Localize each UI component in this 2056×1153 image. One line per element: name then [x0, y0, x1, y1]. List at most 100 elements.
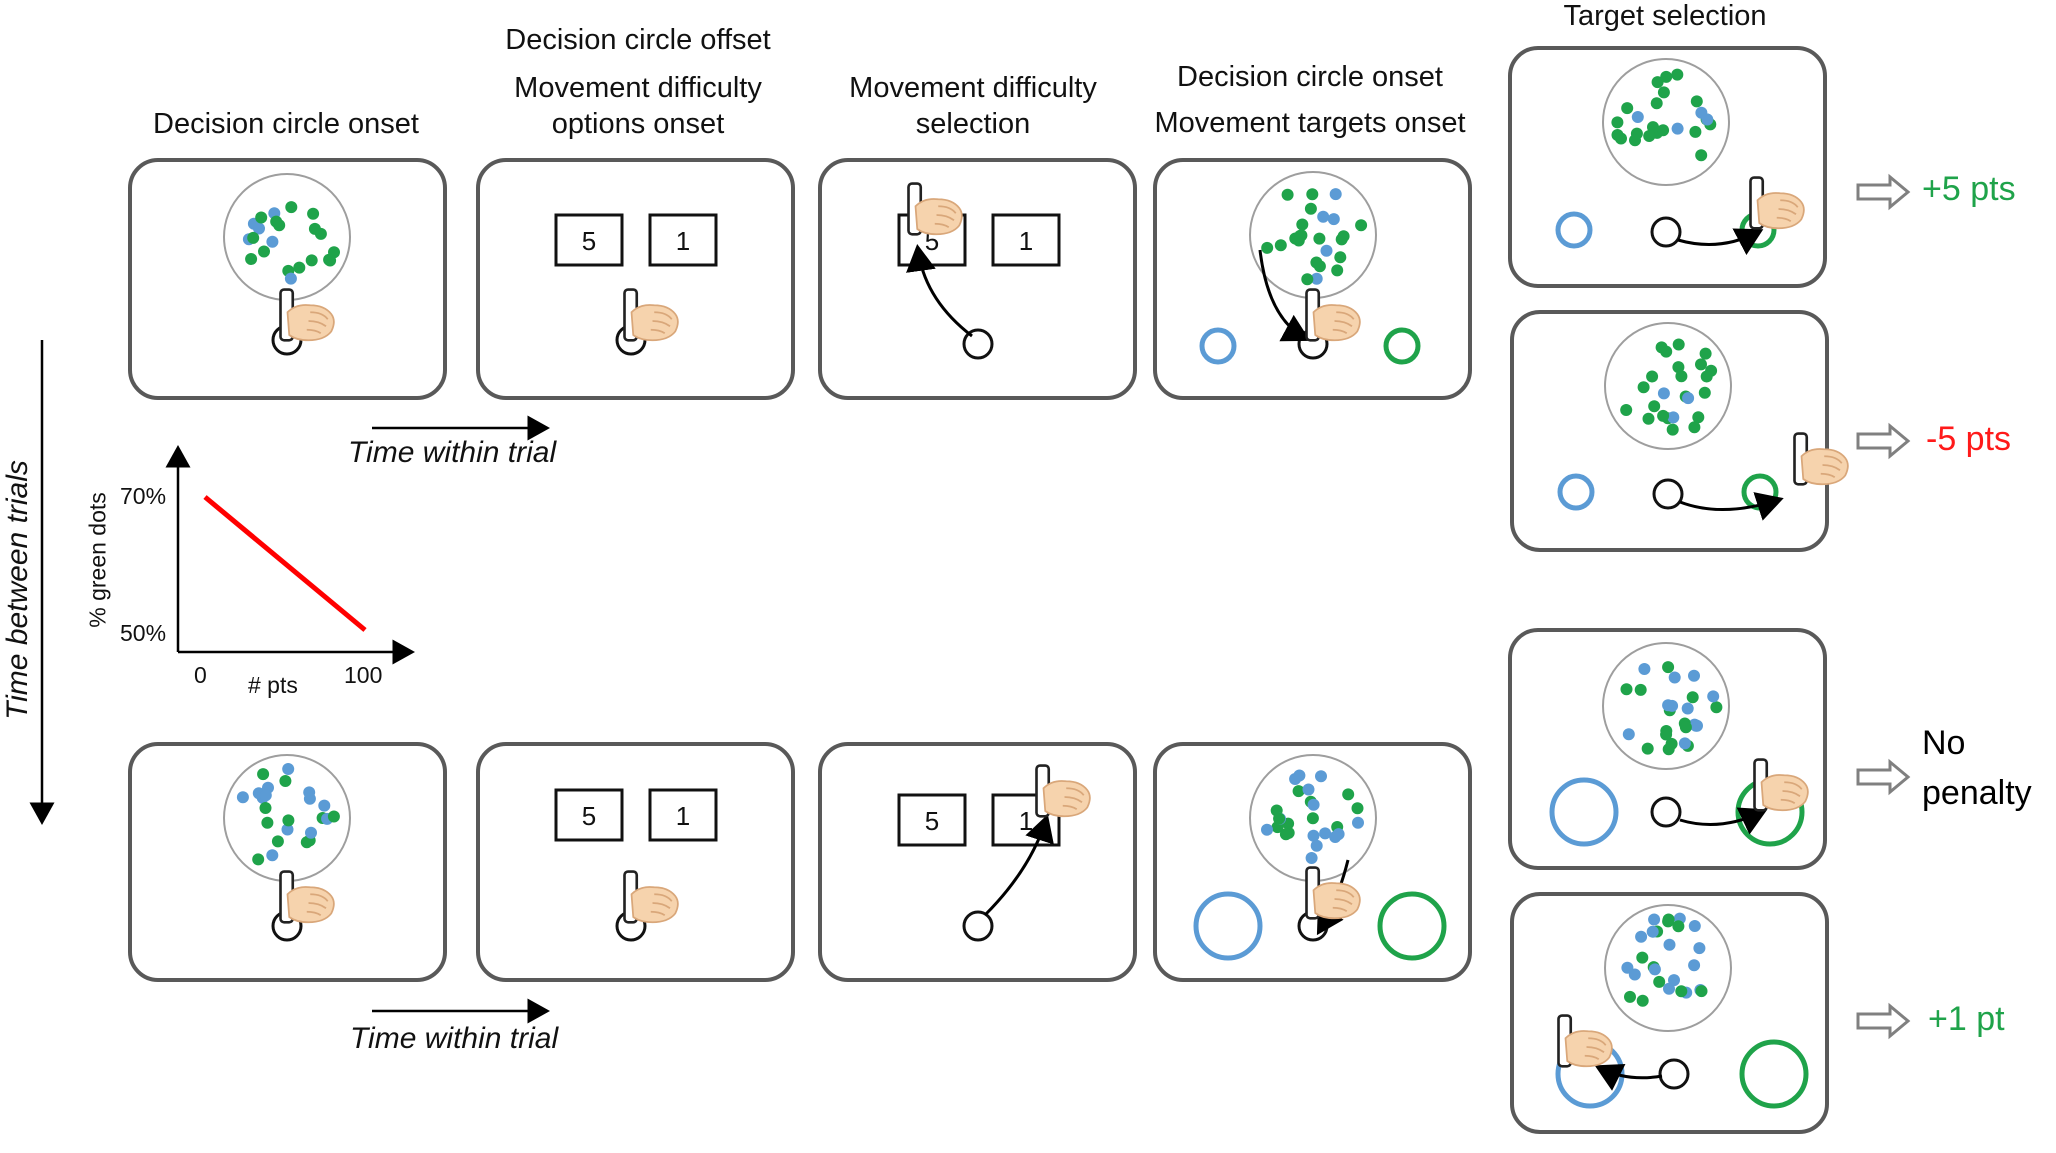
stimulus-dot	[1337, 230, 1350, 243]
stimulus-dot	[1629, 134, 1641, 147]
stimulus-dot	[1655, 341, 1668, 354]
stimulus-dot	[1637, 381, 1650, 394]
stimulus-dot	[1292, 785, 1305, 798]
stimulus-dot	[1662, 661, 1675, 674]
stimulus-dot	[259, 789, 272, 802]
stimulus-dot	[1700, 370, 1713, 383]
stimulus-dot	[293, 261, 306, 274]
panel-r1-c3	[818, 158, 1137, 400]
stimulus-dot	[1352, 816, 1364, 829]
stimulus-dot	[1279, 828, 1292, 841]
stimulus-dot	[1307, 798, 1320, 811]
stimulus-dot	[1315, 770, 1327, 783]
stimulus-dot	[284, 272, 297, 285]
stimulus-dot	[1296, 218, 1309, 231]
stimulus-dot	[1695, 106, 1708, 119]
stimulus-dot	[1690, 95, 1703, 108]
outcome-plus1: +1 pt	[1928, 1000, 2005, 1038]
outcome-arrow-1	[1856, 173, 1911, 211]
stimulus-dot	[1678, 737, 1691, 750]
stimulus-dot	[1665, 737, 1678, 750]
stimulus-dot	[266, 235, 279, 248]
stimulus-dot	[282, 763, 295, 775]
stimulus-dot	[1689, 125, 1702, 138]
x-tick-100: 100	[344, 662, 383, 688]
decision-circles	[223, 58, 1732, 1032]
stimulus-dot	[1688, 959, 1701, 972]
stimulus-dot	[1273, 812, 1286, 825]
stimulus-dot	[318, 799, 331, 812]
outcome-minus5: -5 pts	[1926, 420, 2012, 458]
stimulus-dot	[324, 254, 337, 267]
stimulus-dot	[1651, 76, 1664, 89]
stimulus-dot	[1636, 951, 1649, 964]
stimulus-dot	[1274, 239, 1287, 252]
stimulus-dot	[1635, 930, 1648, 943]
stimulus-dot	[1672, 920, 1685, 933]
time-within-trial-label-bottom: Time within trial	[350, 1022, 559, 1055]
outcome-arrow-4	[1856, 1002, 1911, 1040]
stimulus-dot	[1294, 229, 1307, 242]
time-arrows	[29, 340, 550, 1024]
panel-r1-c2	[476, 158, 795, 400]
stimulus-dot	[261, 816, 274, 829]
stimulus-dot	[1643, 130, 1656, 142]
stimulus-dot	[1707, 690, 1720, 703]
stimulus-dot	[1660, 728, 1673, 741]
stimulus-dot	[279, 775, 292, 787]
outcome-arrow-2	[1856, 422, 1911, 460]
stimulus-dot	[1663, 938, 1676, 951]
header-movement-difficulty: Movement difficulty	[514, 72, 762, 104]
stimulus-dot	[1310, 256, 1323, 269]
stimulus-dot	[245, 253, 258, 265]
stimulus-dot	[305, 254, 318, 267]
stimulus-dot	[1667, 411, 1680, 424]
stimulus-dot	[1342, 788, 1355, 801]
stimulus-dot	[1681, 702, 1694, 715]
panel-r3-c2	[476, 742, 795, 982]
header-movement-targets-onset: Movement targets onset	[1154, 107, 1466, 139]
stimulus-dot	[1650, 97, 1663, 110]
stimulus-dot	[1329, 831, 1342, 843]
stimulus-dot	[305, 826, 317, 839]
stimulus-dot	[1261, 823, 1273, 836]
stimulus-dot	[1690, 719, 1702, 732]
stimulus-dot	[1327, 213, 1340, 226]
stimulus-dot	[281, 823, 294, 836]
stimulus-dot	[1657, 387, 1670, 400]
stimulus-dot	[1688, 669, 1700, 682]
stimulus-dot	[1710, 701, 1723, 714]
header-decision-circle-onset: Decision circle onset	[153, 108, 419, 140]
stimulus-dot	[1620, 683, 1633, 696]
option-1-r1c2: 1	[676, 226, 690, 256]
stimulus-dot	[1310, 272, 1323, 285]
series-line	[203, 495, 367, 632]
stimulus-dot	[285, 201, 298, 214]
stimulus-dot	[1641, 742, 1654, 755]
stimulus-dot	[1306, 188, 1319, 201]
stimulus-dot	[1636, 994, 1649, 1007]
stimulus-dot	[1319, 827, 1332, 840]
stimulus-dot	[1679, 721, 1692, 734]
stimulus-dot	[253, 222, 265, 235]
y-tick-70: 70%	[120, 483, 167, 509]
stimulus-dot	[1310, 839, 1323, 852]
time-within-trial-label-top: Time within trial	[348, 436, 557, 469]
stimulus-dot	[270, 215, 283, 228]
stimulus-dot	[1671, 122, 1684, 135]
stimulus-dot	[271, 835, 284, 848]
stimulus-dot	[1355, 219, 1368, 232]
stimulus-dot	[1657, 409, 1670, 422]
stimulus-dot	[1620, 404, 1633, 416]
stimulus-dot	[1699, 347, 1712, 360]
stimulus-dot	[1672, 361, 1685, 374]
outcome-penalty: penalty	[1922, 774, 2032, 812]
option-5-r1c2: 5	[582, 226, 596, 256]
stimulus-dot	[1682, 392, 1695, 405]
outcome-no: No	[1922, 724, 1966, 762]
stimulus-dot	[307, 207, 320, 220]
stimulus-dot	[247, 231, 260, 244]
stimulus-dot	[1666, 423, 1679, 436]
stimulus-dot	[1671, 68, 1684, 81]
